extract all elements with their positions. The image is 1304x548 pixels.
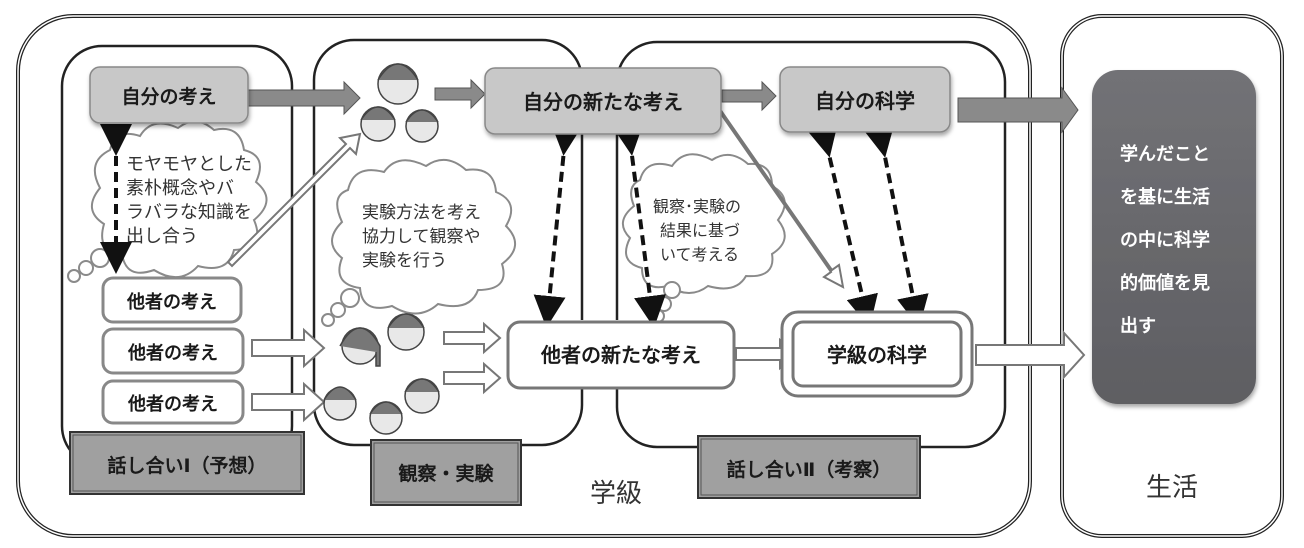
node-others-idea-1: 他者の考え	[101, 276, 243, 324]
life-frame	[1060, 14, 1284, 538]
svg-text:話し合いⅠ（予想）: 話し合いⅠ（予想）	[107, 454, 266, 477]
svg-text:観察･実験の: 観察･実験の	[653, 197, 741, 216]
node-others-idea-3: 他者の考え	[101, 379, 245, 425]
dashed-arrows	[100, 122, 929, 328]
svg-text:自分の新たな考え: 自分の新たな考え	[523, 90, 683, 114]
svg-text:実験方法を考え: 実験方法を考え	[362, 203, 481, 223]
phase-label-discussion1: 話し合いⅠ（予想）	[69, 431, 305, 495]
dash-own-new-others-new-a	[533, 122, 583, 328]
svg-text:モヤモヤとした: モヤモヤとした	[126, 154, 252, 175]
svg-text:他者の考え: 他者の考え	[127, 342, 218, 364]
children-group-top-icon	[360, 63, 439, 143]
arrow-own-new-to-own-science	[721, 80, 777, 112]
svg-text:ラバラな知識を: ラバラな知識を	[126, 202, 252, 223]
arrow-others2-to-children	[251, 327, 326, 369]
arrow-own-science-to-life	[957, 86, 1079, 134]
cloud-3-text: 観察･実験の 結果に基づ いて考える	[653, 197, 741, 264]
children-group-middle-icon	[339, 313, 425, 367]
node-others-idea-2: 他者の考え	[101, 327, 245, 375]
svg-text:結果に基づ: 結果に基づ	[660, 221, 740, 240]
children-group-bottom-icon	[323, 378, 440, 435]
solid-arrows	[247, 78, 1079, 134]
node-own-new-idea: 自分の新たな考え	[484, 67, 722, 135]
arrow-children-to-others-new-2	[443, 361, 502, 395]
class-frame	[16, 14, 1032, 538]
node-own-idea: 自分の考え	[89, 66, 249, 124]
life-goal-box: 学んだこと を基に生活 の中に科学 的価値を見 出す	[1092, 70, 1256, 404]
svg-text:自分の考え: 自分の考え	[121, 85, 216, 108]
svg-text:他者の新たな考え: 他者の新たな考え	[540, 343, 701, 367]
svg-text:出し合う: 出し合う	[126, 226, 198, 247]
svg-text:いて考える: いて考える	[660, 245, 739, 264]
node-class-science: 学級の科学	[780, 310, 974, 398]
svg-text:の中に科学: の中に科学	[1120, 229, 1210, 251]
svg-text:を基に生活: を基に生活	[1120, 186, 1210, 208]
node-own-science: 自分の科学	[779, 66, 951, 133]
phase-label-discussion2: 話し合いⅡ（考察）	[697, 435, 921, 499]
arrow-children-to-others-new-1	[443, 321, 502, 355]
svg-text:学んだこと: 学んだこと	[1120, 143, 1210, 165]
svg-text:協力して観察や: 協力して観察や	[362, 227, 481, 247]
svg-text:他者の考え: 他者の考え	[126, 291, 217, 313]
cloud-2-text: 実験方法を考え 協力して観察や 実験を行う	[362, 203, 481, 271]
dash-own-science-class-a	[806, 122, 878, 328]
svg-text:観察・実験: 観察・実験	[398, 462, 494, 485]
svg-text:自分の科学: 自分の科学	[815, 89, 915, 113]
svg-text:出す: 出す	[1120, 315, 1156, 337]
svg-text:学級の科学: 学級の科学	[827, 343, 927, 367]
phase-label-experiment: 観察・実験	[370, 439, 522, 506]
arrow-own-to-children	[247, 80, 361, 116]
cloud-2	[321, 159, 516, 327]
dash-own-new-others-new-b	[612, 122, 666, 328]
arrow-others3-to-children	[251, 381, 326, 423]
dash-own-science-class-b	[863, 123, 929, 328]
svg-text:的価値を見: 的価値を見	[1120, 272, 1210, 294]
svg-text:素朴概念やバ: 素朴概念やバ	[126, 177, 234, 199]
arrow-cloud1-to-children	[226, 132, 362, 268]
svg-text:実験を行う: 実験を行う	[362, 251, 447, 271]
life-region-label: 生活	[1146, 473, 1198, 503]
arrow-class-science-to-life	[975, 330, 1086, 380]
svg-text:他者の考え: 他者の考え	[127, 393, 218, 415]
cloud-1-text: モヤモヤとした 素朴概念やバ ラバラな知識を 出し合う	[126, 154, 252, 247]
class-region-label: 学級	[590, 479, 642, 509]
svg-text:話し合いⅡ（考察）: 話し合いⅡ（考察）	[727, 458, 892, 481]
node-others-new-idea: 他者の新たな考え	[506, 320, 736, 390]
arrow-children-to-own-new	[434, 78, 486, 110]
